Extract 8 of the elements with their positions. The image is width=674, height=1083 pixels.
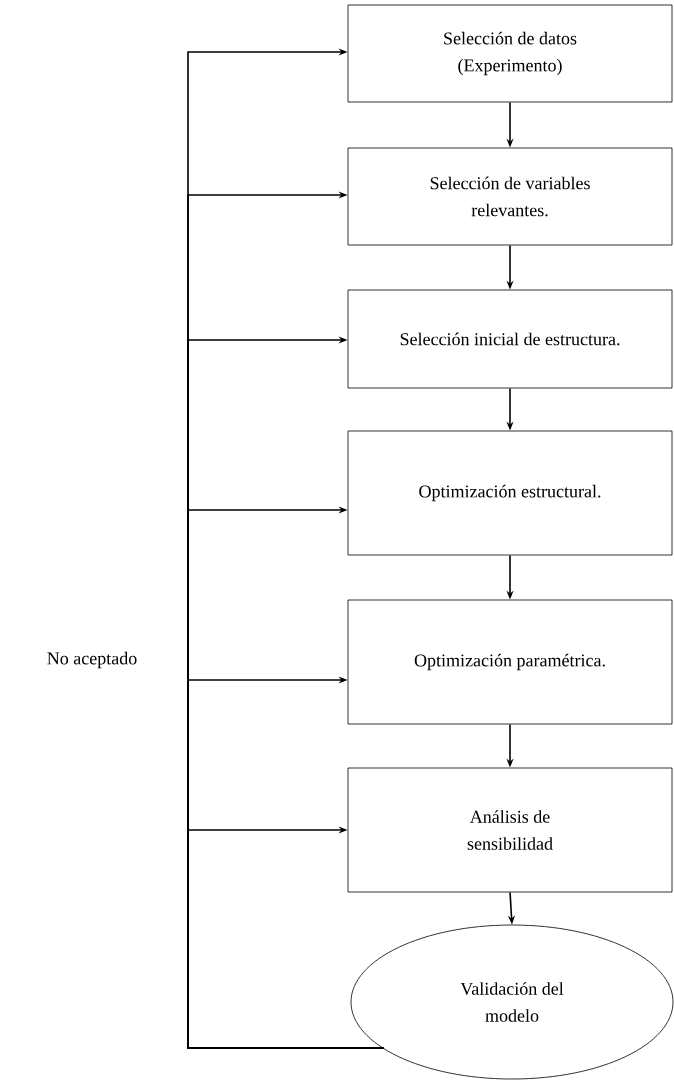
process-box: Análisis de sensibilidad — [347, 767, 673, 893]
feedback-arrow — [187, 826, 385, 1049]
side-label: No aceptado — [47, 651, 137, 669]
process-box: Selección de datos (Experimento) — [347, 4, 673, 103]
process-box: Optimización paramétrica. — [347, 599, 673, 725]
process-box: Selección inicial de estructura. — [347, 289, 673, 389]
process-box: Optimización estructural. — [347, 430, 673, 556]
process-box: Selección de variables relevantes. — [347, 147, 673, 246]
